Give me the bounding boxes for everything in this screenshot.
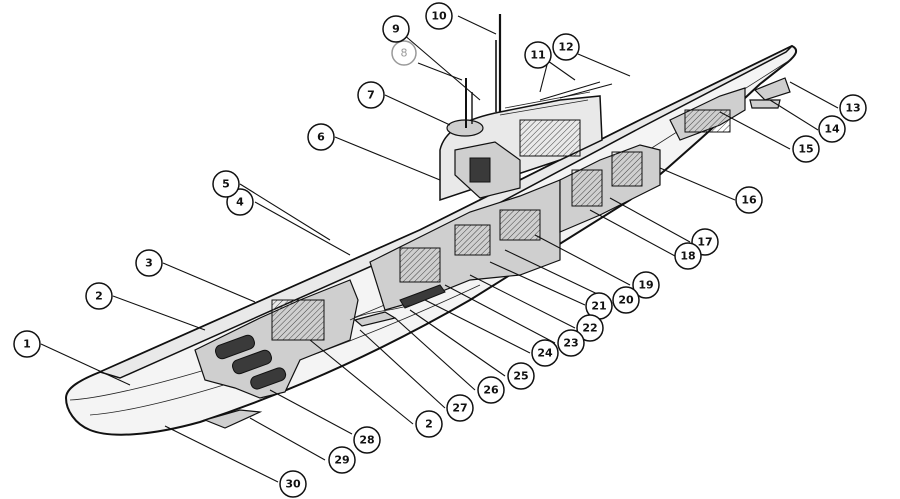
callout-20: 20 [612,286,640,314]
callout-22: 22 [576,314,604,342]
callout-22-label: 22 [582,322,597,335]
callout-3: 3 [135,249,163,277]
callout-18-label: 18 [680,250,695,263]
callout-28-label: 28 [359,434,374,447]
engine-section [559,87,746,233]
callout-23-label: 23 [563,337,578,350]
callout-27: 27 [446,394,474,422]
conning-tower [439,91,603,202]
callout-30: 30 [279,470,307,498]
callout-29: 29 [328,446,356,474]
callout-26: 26 [477,376,505,404]
callout-27-label: 27 [452,402,467,415]
callout-14: 14 [818,115,846,143]
callout-26-label: 26 [483,384,499,397]
callout-5: 5 [212,170,240,198]
callout-19-label: 19 [638,279,653,292]
callout-6: 6 [307,123,335,151]
callout-8-label: 8 [401,47,408,60]
callout-13-label: 13 [845,102,860,115]
callout-21-label: 21 [591,300,606,313]
callout-6-label: 6 [317,131,325,144]
callout-15-label: 15 [798,143,813,156]
callout-17: 17 [691,228,719,256]
callout-24-label: 24 [537,347,553,360]
callout-11: 11 [524,41,552,69]
callout-15: 15 [792,135,820,163]
callout-13: 13 [839,94,867,122]
stern-planes [749,77,791,109]
callout-2b-label: 2 [425,418,433,431]
callout-20-label: 20 [618,294,634,307]
callout-8: 8 [391,40,417,66]
bow-torpedo-section [194,279,359,399]
callout-25: 25 [507,362,535,390]
callout-2: 2 [85,282,113,310]
callout-29-label: 29 [334,454,349,467]
callout-10: 10 [425,2,453,30]
callout-16-label: 16 [741,194,757,207]
callout-3-label: 3 [145,257,153,270]
callout-1-label: 1 [23,338,31,351]
midship-section [349,179,561,321]
callout-25-label: 25 [513,370,528,383]
callout-1: 1 [13,330,41,358]
callout-28: 28 [353,426,381,454]
callout-9-label: 9 [392,23,400,36]
callout-10-label: 10 [431,10,447,23]
callout-12-label: 12 [558,41,573,54]
callout-16: 16 [735,186,763,214]
callout-30-label: 30 [285,478,301,491]
periscopes-and-masts [465,14,613,128]
callout-19: 19 [632,271,660,299]
callout-4-label: 4 [236,196,244,209]
callout-24: 24 [531,339,559,367]
callout-18: 18 [674,242,702,270]
callout-2b: 2 [415,410,443,438]
callout-5-label: 5 [222,178,230,191]
callout-7-label: 7 [367,89,375,102]
callout-11-label: 11 [530,49,545,62]
callout-9: 9 [382,15,410,43]
callout-14-label: 14 [824,123,840,136]
callout-7: 7 [357,81,385,109]
callout-12: 12 [552,33,580,61]
callout-2-label: 2 [95,290,103,303]
callout-17-label: 17 [697,236,712,249]
callout-23: 23 [557,329,585,357]
leader-lines [40,15,839,483]
